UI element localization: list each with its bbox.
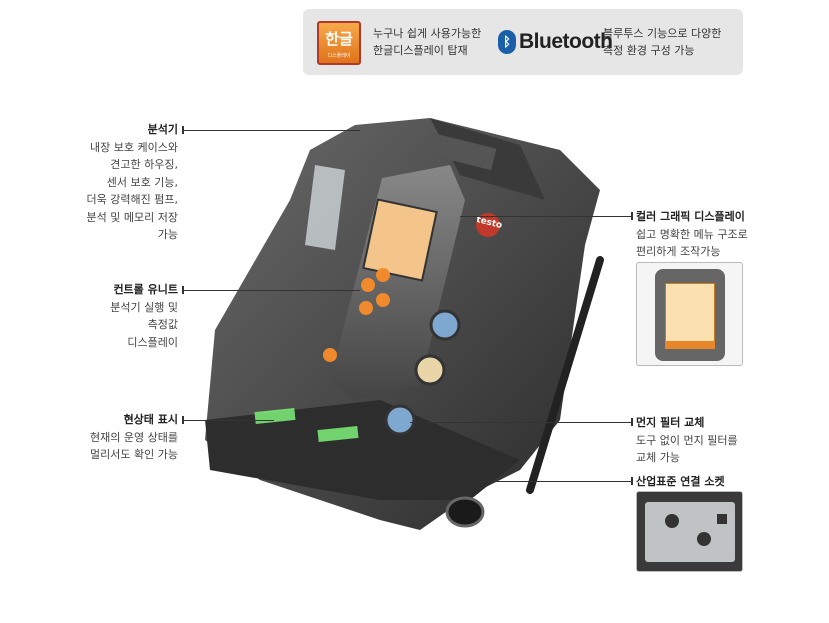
bluetooth-wordmark: Bluetooth [519, 30, 613, 53]
text-line: 센서 보호 기능, [106, 175, 178, 189]
text-line: 측정 환경 구성 가능 [603, 44, 695, 57]
text-line: 측정값 [147, 318, 178, 331]
text-line: 현재의 운영 상태를 [90, 430, 178, 444]
text-line: 누구나 쉽게 사용가능한 [373, 27, 482, 40]
callout-dust-filter: 먼지 필터 교체 도구 없이 먼지 필터를 교체 가능 [636, 414, 738, 467]
text-line: 한글디스플레이 탑재 [373, 44, 468, 57]
color-display-thumbnail [636, 262, 743, 366]
callout-analyzer: 분석기 내장 보호 케이스와 견고한 하우징, 센서 보호 기능, 더욱 강력해… [28, 121, 178, 244]
text-line: 가능 [157, 228, 178, 241]
hangul-display-logo: 한글 디스플레이 [317, 21, 361, 65]
bluetooth-feature-text: 블루투스 기능으로 다양한 측정 환경 구성 가능 [603, 25, 721, 59]
text-line: 도구 없이 먼지 필터를 [636, 433, 738, 447]
text-line: 편리하게 조작가능 [636, 245, 721, 258]
bluetooth-logo: ᛒ Bluetooth [498, 30, 613, 54]
callout-title: 산업표준 연결 소켓 [636, 475, 725, 488]
text-line: 견고한 하우징, [110, 158, 178, 171]
bluetooth-icon: ᛒ [498, 30, 516, 54]
text-line: 블루투스 기능으로 다양한 [603, 27, 722, 40]
hangul-feature-text: 누구나 쉽게 사용가능한 한글디스플레이 탑재 [373, 25, 481, 59]
text-line: 쉽고 명확한 메뉴 구조로 [636, 227, 748, 241]
callout-title: 현상태 표시 [123, 413, 178, 426]
text-line: 내장 보호 케이스와 [90, 140, 178, 154]
callout-title: 컨트롤 유니트 [113, 283, 178, 296]
callout-title: 컬러 그래픽 디스플레이 [636, 210, 745, 223]
socket-thumbnail [636, 491, 743, 572]
callout-control-unit: 컨트롤 유니트 분석기 실행 및 측정값 디스플레이 [28, 281, 178, 351]
callout-color-display: 컬러 그래픽 디스플레이 쉽고 명확한 메뉴 구조로 편리하게 조작가능 [636, 208, 748, 261]
callout-status-display: 현상태 표시 현재의 운영 상태를 멀리서도 확인 가능 [28, 411, 178, 464]
text-line: 멀리서도 확인 가능 [90, 448, 178, 461]
text-line: 교체 가능 [636, 451, 680, 464]
hangul-logo-sub: 디스플레이 [327, 53, 351, 59]
text-line: 더욱 강력해진 펌프, [86, 193, 178, 206]
callout-title: 먼지 필터 교체 [636, 416, 705, 429]
callout-socket: 산업표준 연결 소켓 [636, 473, 725, 491]
text-line: 디스플레이 [127, 335, 178, 349]
text-line: 분석 및 메모리 저장 [86, 210, 178, 224]
feature-banner: 한글 디스플레이 누구나 쉽게 사용가능한 한글디스플레이 탑재 ᛒ Bluet… [303, 9, 743, 75]
callout-title: 분석기 [147, 123, 178, 136]
hangul-logo-main: 한글 [325, 30, 353, 48]
text-line: 분석기 실행 및 [110, 300, 178, 314]
